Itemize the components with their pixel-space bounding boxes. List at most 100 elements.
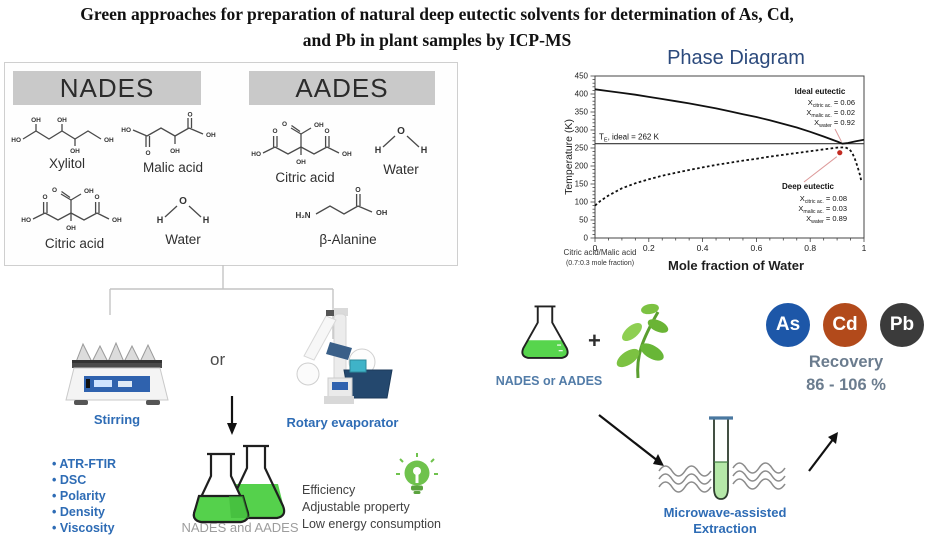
svg-text:450: 450 [575, 72, 589, 81]
solvent-panel: NADES AADES OH OH OH HO OH Xylitol [4, 62, 458, 266]
microwave-label-line1: Microwave-assisted [663, 505, 787, 520]
test-tube-icon [709, 416, 733, 500]
molecule-malic-acid: HO O OH O OH Malic acid [117, 111, 229, 176]
characterization-item: Polarity [52, 488, 116, 504]
svg-text:0: 0 [584, 234, 589, 243]
characterization-item: DSC [52, 472, 116, 488]
svg-text:HO: HO [21, 217, 31, 224]
svg-text:HO: HO [251, 151, 261, 158]
water-structure: O H H [375, 126, 428, 155]
microwave-waves-right-icon [732, 462, 786, 490]
svg-text:300: 300 [575, 126, 589, 135]
svg-text:Temperature (K): Temperature (K) [563, 119, 575, 195]
svg-text:HO: HO [11, 137, 21, 144]
svg-text:O: O [324, 128, 329, 135]
phase-diagram-plot: Phase Diagram 0 50 100 150 200 250 300 350 400 450… [563, 47, 867, 273]
svg-text:O: O [272, 128, 277, 135]
rotary-evaporator-illustration [296, 308, 393, 404]
molecule-citric-acid-nades: OH O OH O HO O OH Citric acid [17, 183, 132, 251]
molecule-label: Malic acid [142, 160, 204, 175]
figure-title-line2: and Pb in plant samples by ICP-MS [302, 30, 572, 50]
svg-text:OH: OH [112, 217, 122, 224]
molecule-water-nades: O H H Water [137, 191, 229, 247]
svg-text:TE, ideal = 262 K: TE, ideal = 262 K [599, 133, 660, 144]
svg-text:O: O [187, 112, 192, 119]
svg-text:150: 150 [575, 180, 589, 189]
svg-text:Xcitric ac. = 0.08: Xcitric ac. = 0.08 [800, 194, 847, 205]
svg-text:OH: OH [57, 117, 67, 124]
molecule-label: β-Alanine [319, 232, 377, 247]
citric-acid-structure: OH O OH O HO O OH [21, 187, 122, 232]
svg-text:0.2: 0.2 [643, 243, 655, 253]
svg-text:(0.7:0.3 mole fraction): (0.7:0.3 mole fraction) [566, 260, 634, 267]
plus-sign: + [588, 328, 601, 353]
svg-text:O: O [282, 121, 287, 128]
branch-connector-lines [109, 265, 334, 339]
svg-text:O: O [145, 150, 150, 157]
or-label: or [210, 350, 226, 369]
molecule-beta-alanine: H₂N O OH β-Alanine [273, 185, 423, 247]
malic-acid-structure: HO O OH O OH [121, 112, 216, 158]
xylitol-structure: OH OH OH HO OH [11, 117, 114, 155]
svg-text:100: 100 [575, 198, 589, 207]
recovery-value: 86 - 106 % [806, 376, 886, 394]
svg-text:0.4: 0.4 [697, 243, 709, 253]
phase-diagram: Phase Diagram 0 50 100 150 200 250 300 350 400 450… [560, 46, 931, 280]
svg-text:0.8: 0.8 [804, 243, 816, 253]
element-badge-pb: Pb [880, 303, 924, 347]
svg-text:50: 50 [579, 216, 588, 225]
svg-text:H₂N: H₂N [295, 211, 310, 220]
svg-text:Deep eutectic: Deep eutectic [782, 182, 835, 191]
down-arrow-icon [227, 396, 237, 435]
molecule-label: Water [383, 162, 419, 177]
characterization-item: Density [52, 504, 116, 520]
svg-text:OH: OH [206, 132, 216, 139]
svg-text:OH: OH [314, 122, 324, 129]
svg-text:OH: OH [376, 208, 387, 217]
svg-text:Ideal eutectic: Ideal eutectic [795, 87, 846, 96]
nades-header: NADES [13, 71, 201, 105]
characterization-list: ATR-FTIRDSCPolarityDensityViscosity [52, 456, 116, 536]
nades-aades-flasks-illustration [192, 444, 286, 524]
svg-text:O: O [94, 194, 99, 201]
benefit-item: Low energy consumption [302, 517, 441, 531]
benefit-item: Adjustable property [302, 500, 410, 514]
svg-text:Xmalic ac. = 0.02: Xmalic ac. = 0.02 [806, 108, 855, 119]
svg-text:H: H [421, 145, 428, 155]
rotary-evaporator-label: Rotary evaporator [286, 415, 399, 430]
lightbulb-icon [396, 453, 438, 494]
svg-text:Xwater = 0.92: Xwater = 0.92 [814, 118, 855, 129]
aades-header: AADES [249, 71, 435, 105]
characterization-item: ATR-FTIR [52, 456, 116, 472]
svg-text:350: 350 [575, 108, 589, 117]
svg-text:OH: OH [170, 148, 180, 155]
svg-text:Xmalic ac. = 0.03: Xmalic ac. = 0.03 [798, 204, 847, 215]
water-structure: O H H [157, 196, 210, 225]
svg-text:O: O [355, 187, 361, 194]
svg-text:OH: OH [31, 117, 41, 124]
svg-text:OH: OH [104, 137, 114, 144]
svg-text:OH: OH [84, 188, 94, 195]
svg-text:O: O [179, 196, 187, 207]
molecule-label: Citric acid [275, 170, 335, 185]
svg-text:250: 250 [575, 144, 589, 153]
svg-text:HO: HO [121, 127, 131, 134]
citric-acid-structure: OH O OH O HO O OH [251, 121, 352, 166]
svg-text:OH: OH [66, 225, 76, 232]
molecule-xylitol: OH OH OH HO OH Xylitol [11, 115, 123, 171]
svg-text:Phase Diagram: Phase Diagram [667, 47, 805, 69]
svg-text:H: H [203, 215, 210, 225]
flasks-label: NADES and AADES [181, 520, 299, 535]
svg-text:200: 200 [575, 162, 589, 171]
svg-text:400: 400 [575, 90, 589, 99]
molecule-water-aades: O H H Water [361, 121, 441, 177]
svg-text:Xwater = 0.89: Xwater = 0.89 [806, 214, 847, 225]
shaker-illustration [65, 341, 169, 405]
svg-text:Mole fraction of Water: Mole fraction of Water [668, 258, 804, 273]
svg-text:OH: OH [70, 148, 80, 155]
extraction-flask-label: NADES or AADES [495, 374, 603, 388]
molecule-label: Water [165, 232, 201, 247]
molecule-label: Xylitol [48, 156, 85, 171]
